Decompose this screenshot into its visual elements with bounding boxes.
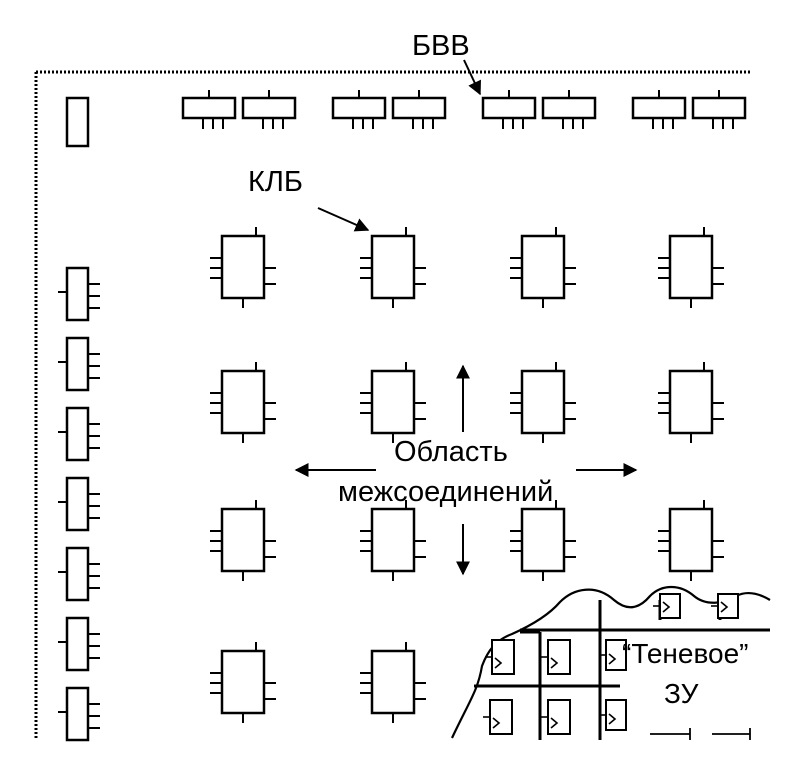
io-block <box>58 546 100 602</box>
io-block <box>391 90 447 129</box>
io-block <box>481 90 537 129</box>
logic-block <box>360 642 426 723</box>
memory-cell <box>485 639 515 675</box>
logic-block <box>210 362 276 443</box>
io-block <box>58 266 100 322</box>
io-block <box>181 90 237 129</box>
memory-cell <box>541 639 571 675</box>
io-pointer-arrow <box>463 59 481 96</box>
io-block <box>58 686 100 742</box>
left-io-blocks <box>58 96 100 742</box>
logic-block <box>658 227 724 308</box>
logic-block <box>360 500 426 581</box>
shadow-memory-cutaway <box>451 585 771 740</box>
logic-block <box>210 500 276 581</box>
logic-block <box>510 227 576 308</box>
io-block <box>58 616 100 672</box>
memory-cell <box>653 593 681 619</box>
io-block <box>631 90 687 129</box>
io-block <box>241 90 297 129</box>
io-block <box>65 96 90 148</box>
logic-block <box>658 500 724 581</box>
io-block <box>541 90 597 129</box>
io-block <box>58 336 100 392</box>
io-block <box>331 90 387 129</box>
logic-block <box>360 362 426 443</box>
logic-blocks-label: КЛБ <box>248 166 303 198</box>
logic-block <box>360 227 426 308</box>
logic-block <box>210 227 276 308</box>
logic-block <box>510 500 576 581</box>
clb-pointer-arrow <box>317 207 370 232</box>
logic-block <box>210 642 276 723</box>
chip-border <box>34 70 752 740</box>
logic-block-grid <box>210 227 724 723</box>
memory-cell <box>599 699 627 731</box>
shadow-memory-label-line1: “Теневое” <box>622 638 749 669</box>
memory-cell <box>711 593 739 619</box>
memory-cell <box>541 699 571 735</box>
interconnect-label-line1: Область <box>394 436 508 468</box>
memory-cell <box>483 699 513 735</box>
shadow-memory-label-line2: ЗУ <box>664 678 699 709</box>
io-block <box>691 90 747 129</box>
io-block <box>58 406 100 462</box>
memory-cell <box>599 639 627 671</box>
top-io-blocks <box>181 90 747 129</box>
interconnect-arrows <box>294 364 638 576</box>
logic-block <box>658 362 724 443</box>
logic-block <box>510 362 576 443</box>
io-blocks-label: БВВ <box>412 30 470 62</box>
interconnect-label-line2: межсоединений <box>338 476 554 508</box>
io-block <box>58 476 100 532</box>
